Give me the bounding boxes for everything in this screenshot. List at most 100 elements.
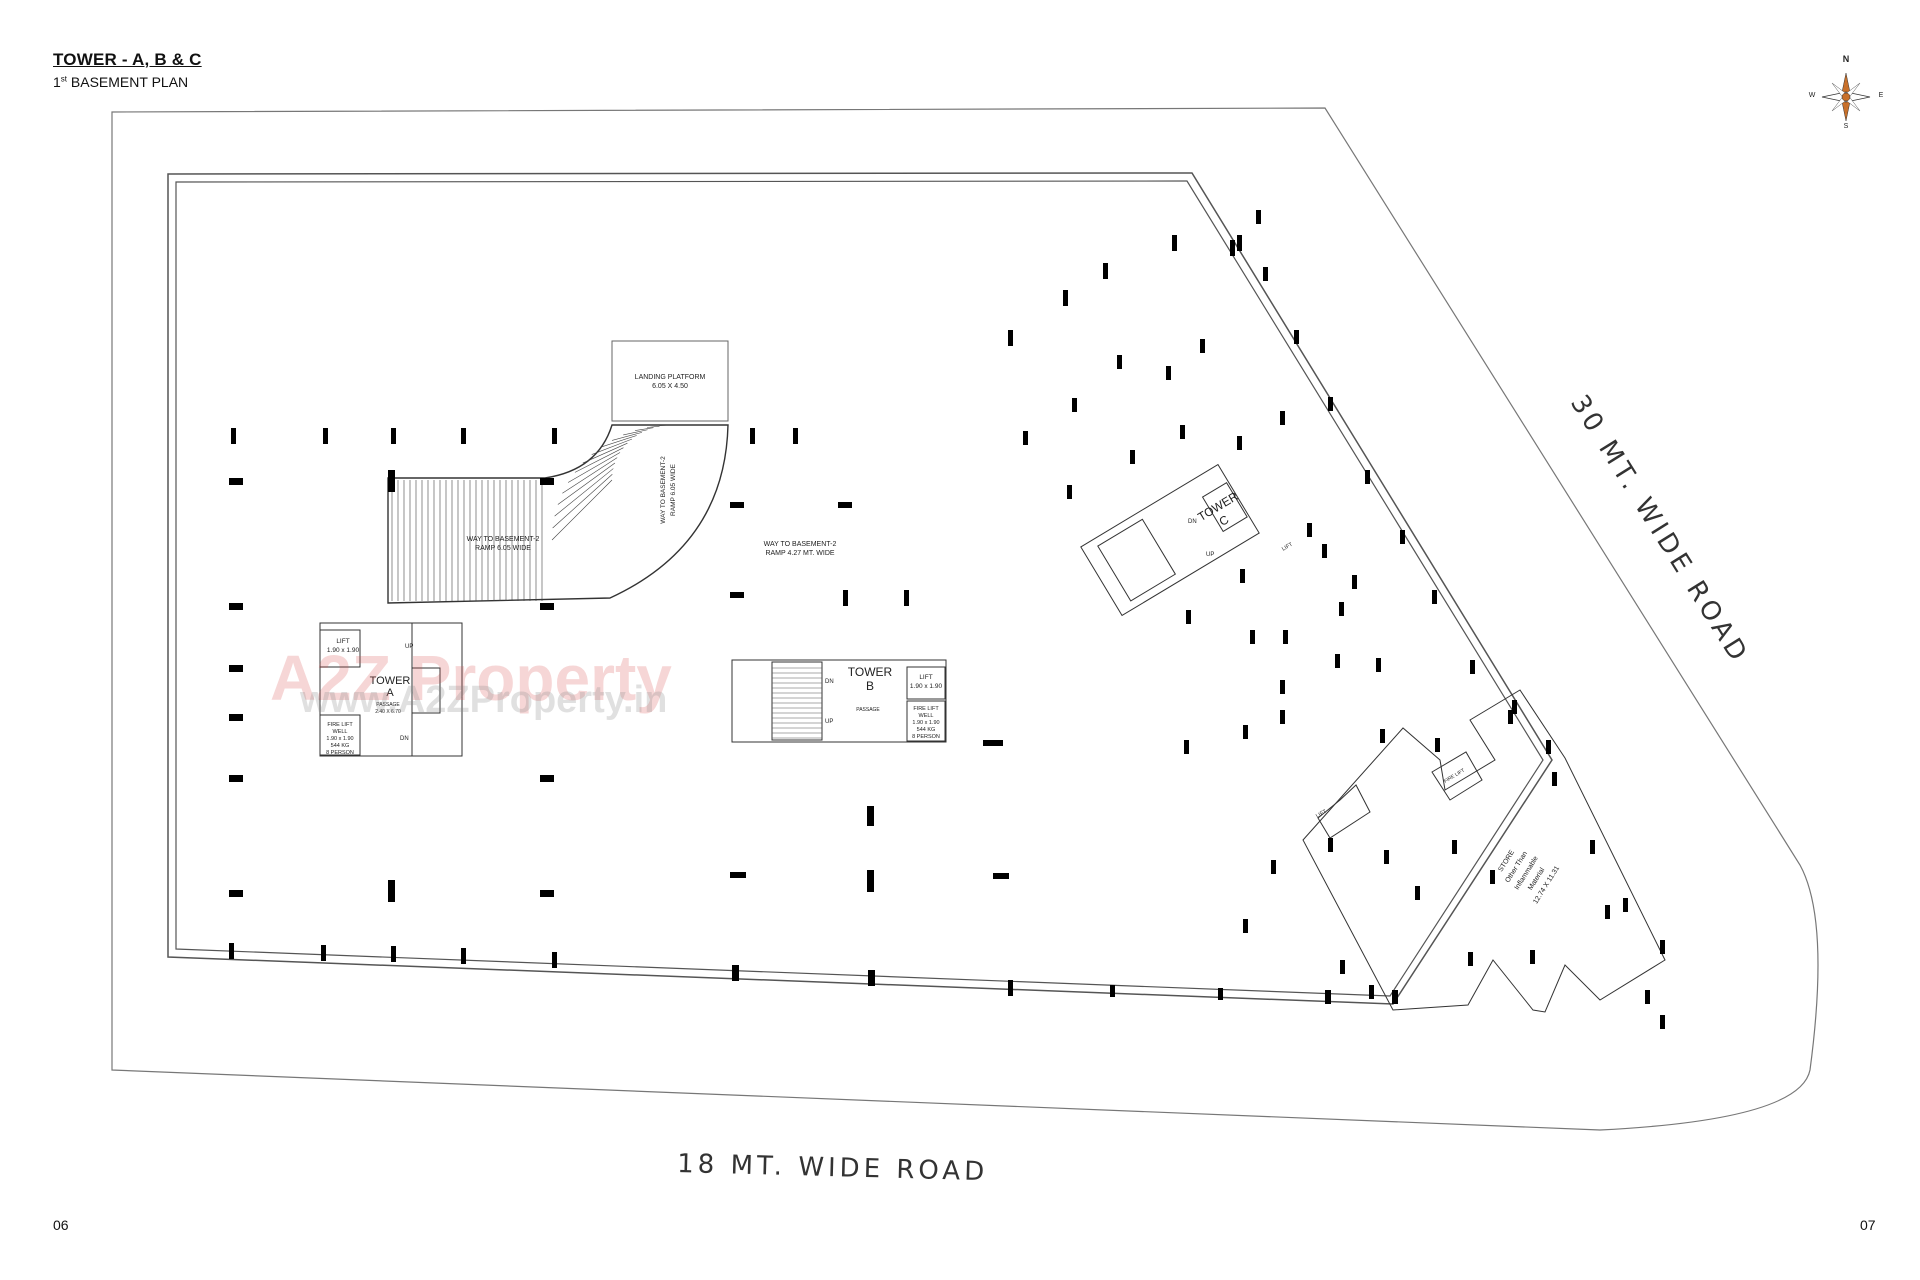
column xyxy=(388,880,395,902)
column xyxy=(1328,397,1333,411)
ramp-hatch-line xyxy=(554,468,614,517)
tower-a-fire-lift-3: 1.90 x 1.90 xyxy=(326,736,353,742)
ramp-b-label: WAY TO BASEMENT-2 xyxy=(764,541,837,548)
ramp-hatch-line xyxy=(611,432,643,441)
landing-platform-label: LANDING PLATFORM xyxy=(635,374,706,381)
column xyxy=(1271,860,1276,874)
tower-b-dn: DN xyxy=(825,679,834,685)
tower-b-lift-label: LIFT xyxy=(919,674,932,681)
subtitle-number: 1 xyxy=(53,74,61,90)
page-number-left: 06 xyxy=(53,1217,69,1233)
column xyxy=(461,428,466,444)
column xyxy=(1470,660,1475,674)
column xyxy=(1590,840,1595,854)
column xyxy=(540,890,554,897)
compass-e: E xyxy=(1879,92,1884,99)
store-and-core xyxy=(1302,689,1666,1013)
tower-a-fire-lift-5: 8 PERSON xyxy=(326,750,354,756)
store-fire-lift: FIRE LIFT xyxy=(1443,768,1466,785)
store-lift: LIFT xyxy=(1315,808,1328,819)
column xyxy=(750,428,755,444)
column xyxy=(1023,431,1028,445)
compass-icon xyxy=(1821,72,1871,122)
column xyxy=(1240,569,1245,583)
column xyxy=(1117,355,1122,369)
column xyxy=(1660,940,1665,954)
column xyxy=(1180,425,1185,439)
east-road-label: 30 MT. WIDE ROAD xyxy=(1564,390,1754,670)
tower-a-fire-lift-1: FIRE LIFT xyxy=(327,722,353,728)
column xyxy=(1067,485,1072,499)
column xyxy=(1237,235,1242,251)
column xyxy=(1280,680,1285,694)
column xyxy=(388,470,395,492)
column xyxy=(867,806,874,826)
column xyxy=(1256,210,1261,224)
column xyxy=(1283,630,1288,644)
column xyxy=(867,870,874,892)
column xyxy=(321,945,326,961)
column xyxy=(391,428,396,444)
column xyxy=(1512,700,1517,714)
column xyxy=(1380,729,1385,743)
column xyxy=(540,478,554,485)
basement-outline xyxy=(167,172,1553,1005)
ramp-b-width: RAMP 4.27 MT. WIDE xyxy=(765,550,834,557)
column xyxy=(1063,290,1068,306)
column xyxy=(391,946,396,962)
column xyxy=(540,603,554,610)
column xyxy=(1322,544,1327,558)
page-number-right: 07 xyxy=(1860,1217,1876,1233)
south-road-label: 18 MT. WIDE ROAD xyxy=(677,1149,989,1187)
tower-b-label: TOWER xyxy=(848,665,893,679)
tower-b-passage: PASSAGE xyxy=(856,707,880,713)
column xyxy=(1237,436,1242,450)
column xyxy=(793,428,798,444)
column xyxy=(1468,952,1473,966)
column xyxy=(1110,985,1115,997)
column xyxy=(730,502,744,508)
column xyxy=(1415,886,1420,900)
tower-c-up: UP xyxy=(1206,552,1214,558)
tower-a-passage-size: 2.40 X 6.70 xyxy=(375,709,401,715)
ramp-hatch-line xyxy=(623,429,648,436)
page-subtitle: 1st BASEMENT PLAN xyxy=(53,74,188,90)
ramp-hatch-line xyxy=(647,425,660,428)
column xyxy=(1072,398,1077,412)
landing-platform xyxy=(611,340,729,422)
tower-a-fire-lift-4: 544 KG xyxy=(331,743,350,749)
tower-b-fire-lift-5: 8 PERSON xyxy=(912,734,940,740)
ramp-hatch-line xyxy=(551,479,613,541)
column xyxy=(1230,240,1235,256)
column xyxy=(1352,575,1357,589)
compass-s: S xyxy=(1844,123,1849,130)
page-title: TOWER - A, B & C xyxy=(53,50,202,69)
ramp-hatch-line xyxy=(552,474,613,529)
column xyxy=(1008,330,1013,346)
ramp-a-width: RAMP 6.05 WIDE xyxy=(475,545,531,552)
tower-b-core xyxy=(731,659,947,743)
column xyxy=(1200,339,1205,353)
column xyxy=(1490,870,1495,884)
column xyxy=(1294,330,1299,344)
column xyxy=(1243,725,1248,739)
tower-c-letter: C xyxy=(1217,512,1232,529)
column xyxy=(229,775,243,782)
tower-a-dn: DN xyxy=(400,736,409,742)
column xyxy=(461,948,466,964)
tower-a-fire-lift-2: WELL xyxy=(333,729,348,735)
column xyxy=(1432,590,1437,604)
column xyxy=(1250,630,1255,644)
tower-b-fire-lift-3: 1.90 x 1.90 xyxy=(912,720,939,726)
column xyxy=(730,872,746,878)
ramp-to-basement-2 xyxy=(387,424,729,604)
tower-b-letter: B xyxy=(866,679,874,693)
column xyxy=(552,428,557,444)
tower-c-lift: LIFT xyxy=(1281,541,1294,552)
column xyxy=(1546,740,1551,754)
subtitle-text: BASEMENT PLAN xyxy=(67,74,189,90)
column xyxy=(868,970,875,986)
column xyxy=(1130,450,1135,464)
landing-platform-size: 6.05 X 4.50 xyxy=(652,383,688,390)
